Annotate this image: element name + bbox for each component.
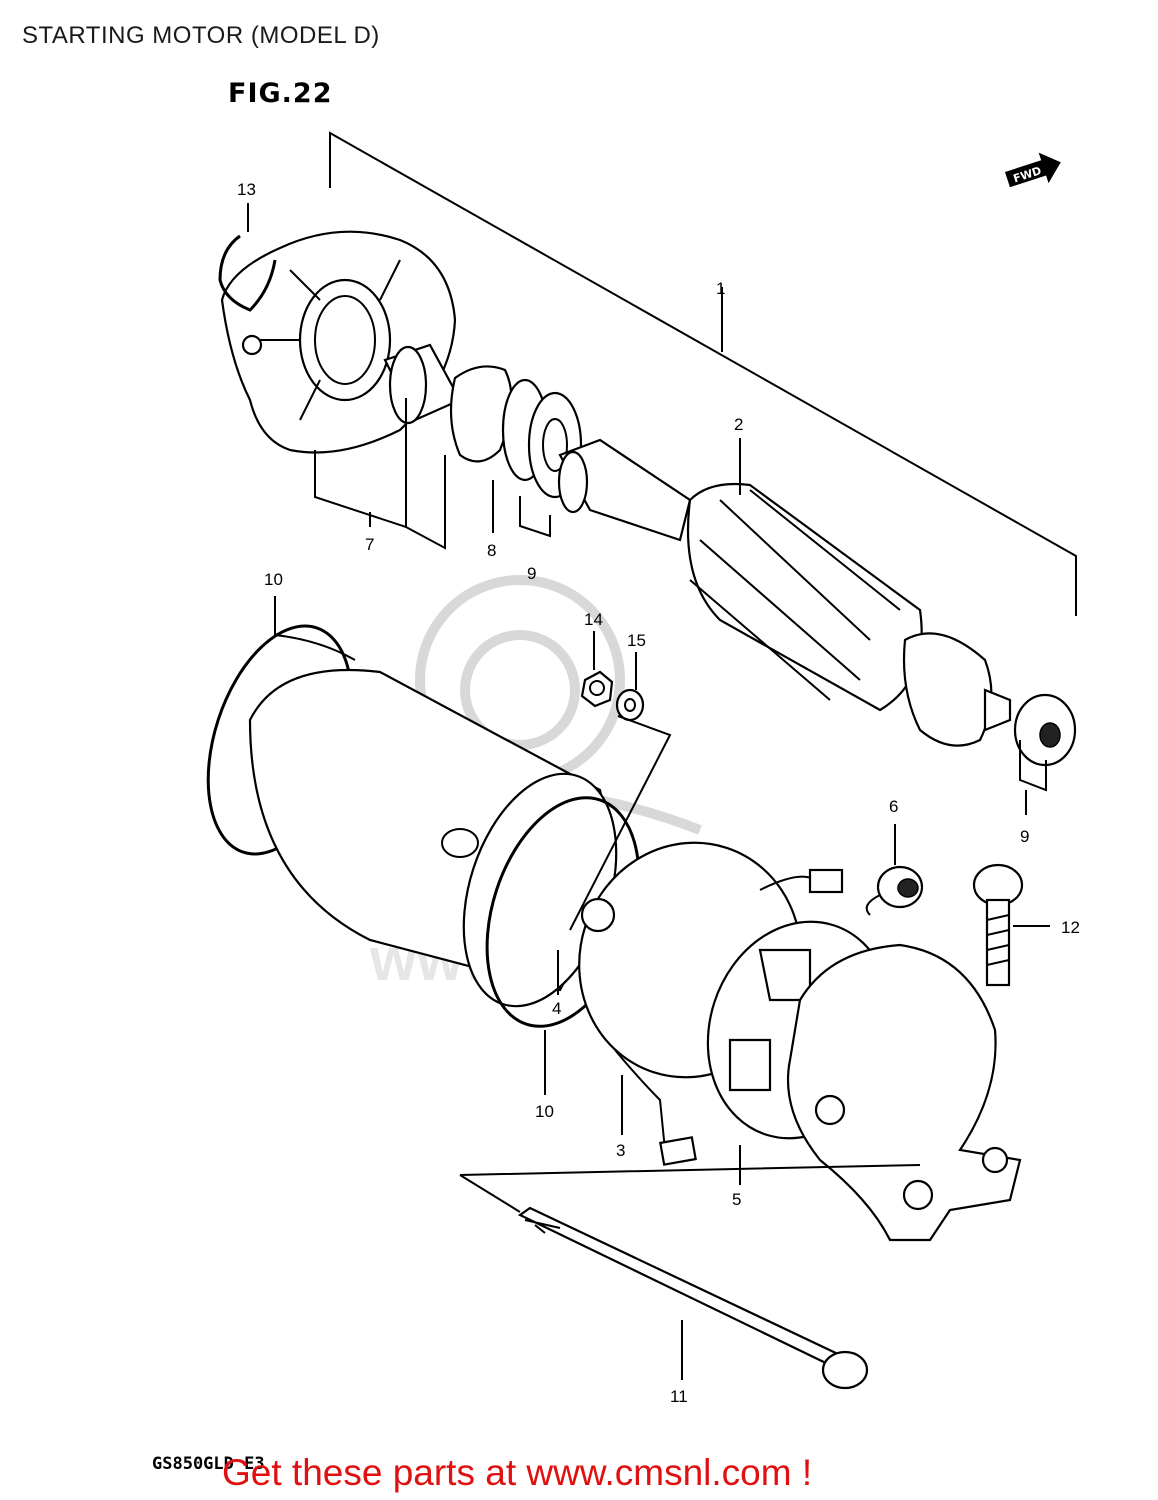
callout-5: 5 [732,1190,741,1209]
callout-10-lower: 10 [535,1102,554,1121]
callout-1: 1 [716,279,725,298]
rear-end-cover [786,943,1022,1242]
callout-9-upper: 9 [527,564,536,583]
callout-labels: 13 1 2 7 8 9 10 14 15 9 6 12 4 10 3 5 11 [237,180,1080,1406]
armature [557,438,1077,767]
callout-15: 15 [627,631,646,650]
callout-6: 6 [889,797,898,816]
model-code: GS850GLD E3 [152,1454,265,1474]
callout-11: 11 [670,1387,688,1406]
callout-4: 4 [552,999,561,1018]
callout-3: 3 [616,1141,625,1160]
callout-2: 2 [734,415,743,434]
figure-label: FIG.22 [228,78,333,109]
callout-10-upper: 10 [264,570,283,589]
bearing-and-washers [383,343,583,499]
leader-lines [247,203,1047,1185]
bushing-6 [865,865,924,916]
svg-text:FWD: FWD [1012,164,1043,185]
yoke-housing [206,624,641,1028]
front-end-cover [218,230,457,454]
assembly-bracket [329,131,1077,616]
callout-9-lower: 9 [1020,827,1029,846]
callout-14: 14 [584,610,603,629]
cta-link[interactable]: Get these parts at www.cmsnl.com ! [222,1452,813,1493]
nut-and-washer [569,670,672,931]
fwd-arrow-icon: FWD [1005,152,1061,188]
bolt-12 [972,863,1050,987]
page-title: STARTING MOTOR (MODEL D) [22,22,380,49]
callout-12: 12 [1061,918,1080,937]
through-bolt-11 [459,1164,921,1390]
callout-13: 13 [237,180,256,199]
callout-8: 8 [487,541,496,560]
callout-7: 7 [365,535,374,554]
